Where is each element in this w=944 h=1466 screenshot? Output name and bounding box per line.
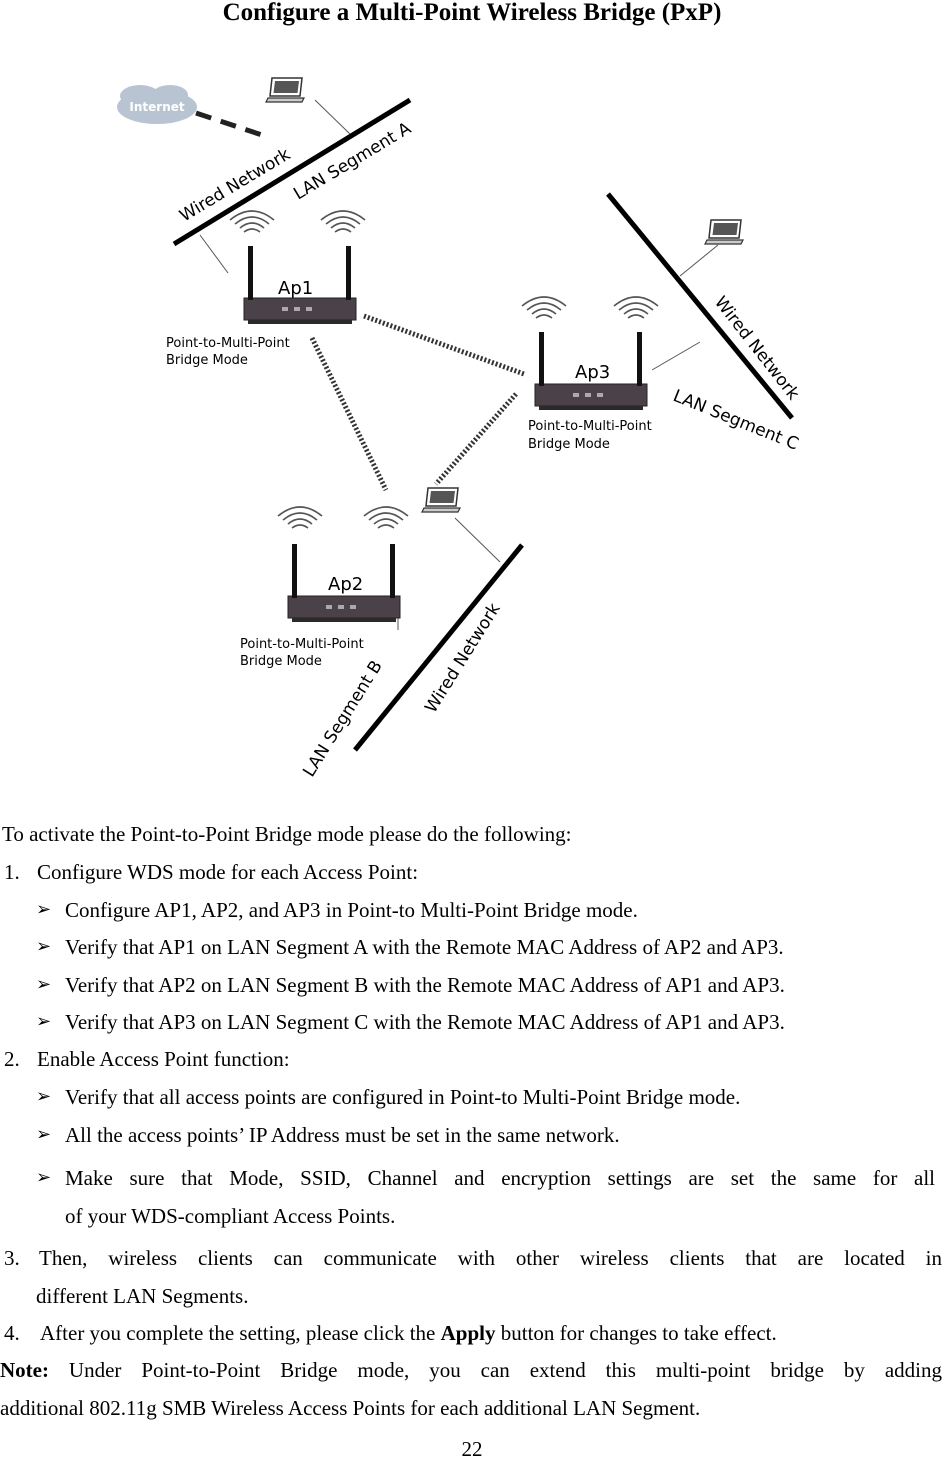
laptop-icon-c xyxy=(704,219,744,245)
bullet-icon: ➢ xyxy=(36,1124,52,1145)
step-3-text-cont: different LAN Segments. xyxy=(36,1284,249,1308)
step-2-number: 2. xyxy=(4,1047,20,1071)
ap2-mode-line1: Point-to-Multi-Point xyxy=(240,637,364,652)
page-title: Configure a Multi-Point Wireless Bridge … xyxy=(222,0,722,26)
wired-network-b-line xyxy=(353,543,524,752)
internet-cloud-icon: Internet xyxy=(117,85,197,124)
step-2-text: Enable Access Point function: xyxy=(37,1047,290,1071)
wired-network-c-line xyxy=(606,192,794,420)
step-3-number: 3. xyxy=(4,1246,20,1270)
ap2-label: Ap2 xyxy=(328,574,363,595)
step-2-bullet-3-cont: of your WDS-compliant Access Points. xyxy=(65,1204,396,1228)
intro-text: To activate the Point-to-Point Bridge mo… xyxy=(2,822,572,846)
wired-network-a-line xyxy=(172,97,412,247)
step-1-text: Configure WDS mode for each Access Point… xyxy=(37,860,419,884)
ap3-router-icon xyxy=(521,296,659,411)
bullet-icon: ➢ xyxy=(36,936,52,957)
ap3-mode-line1: Point-to-Multi-Point xyxy=(528,419,652,434)
step-4-text: After you complete the setting, please c… xyxy=(40,1320,777,1346)
lan-segment-b-label: LAN Segment B xyxy=(299,657,387,781)
bullet-icon: ➢ xyxy=(36,1011,52,1032)
network-diagram: Internet Wired Network LAN Segment A Wir… xyxy=(117,77,803,781)
page-number: 22 xyxy=(461,1437,483,1461)
step-2-bullet-2: All the access points’ IP Address must b… xyxy=(65,1123,620,1147)
ap2-mode-line2: Bridge Mode xyxy=(240,654,322,669)
laptop-icon-b xyxy=(421,487,461,513)
step-3-text: Then, wireless clients can communicate w… xyxy=(39,1246,942,1270)
step-1-bullet-1: Configure AP1, AP2, and AP3 in Point-to … xyxy=(65,898,638,922)
bullet-icon: ➢ xyxy=(36,899,52,920)
internet-label: Internet xyxy=(129,100,184,114)
step-4-number: 4. xyxy=(4,1321,20,1345)
ap1-label: Ap1 xyxy=(278,278,313,299)
note-text-cont: additional 802.11g SMB Wireless Access P… xyxy=(0,1396,701,1420)
ap3-mode-line2: Bridge Mode xyxy=(528,437,610,452)
ap3-label: Ap3 xyxy=(575,362,610,383)
step-1-bullet-2: Verify that AP1 on LAN Segment A with th… xyxy=(65,935,784,959)
step-4-text-before: After you complete the setting, please c… xyxy=(40,1321,436,1345)
bullet-icon: ➢ xyxy=(36,1086,52,1107)
laptop-icon-a xyxy=(265,77,305,103)
apply-keyword: Apply xyxy=(440,1321,496,1345)
note-label: Note: xyxy=(0,1358,49,1382)
note-text: Note: Under Point-to-Point Bridge mode, … xyxy=(0,1357,942,1383)
wired-network-label-c: Wired Network xyxy=(710,293,803,404)
ap1-mode-line1: Point-to-Multi-Point xyxy=(166,336,290,351)
step-2-bullet-1: Verify that all access points are config… xyxy=(65,1085,741,1109)
step-1-number: 1. xyxy=(4,860,20,884)
step-4-text-after: button for changes to take effect. xyxy=(500,1321,777,1345)
step-2-bullet-3: Make sure that Mode, SSID, Channel and e… xyxy=(65,1166,935,1190)
wired-network-label-a: Wired Network xyxy=(176,144,294,226)
bullet-icon: ➢ xyxy=(36,1167,52,1188)
step-1-bullet-3: Verify that AP2 on LAN Segment B with th… xyxy=(65,973,785,997)
ap1-mode-line2: Bridge Mode xyxy=(166,353,248,368)
note-body: Under Point-to-Point Bridge mode, you ca… xyxy=(68,1358,942,1382)
bullet-icon: ➢ xyxy=(36,974,52,995)
ap1-router-icon xyxy=(229,210,366,325)
step-1-bullet-4: Verify that AP3 on LAN Segment C with th… xyxy=(65,1010,785,1034)
ap2-router-icon xyxy=(277,506,409,623)
